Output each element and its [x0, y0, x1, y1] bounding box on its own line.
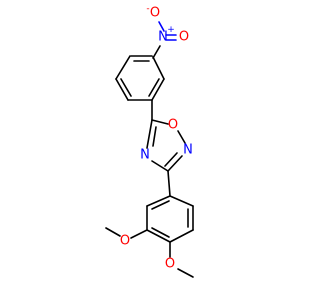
ring-b-bond-3	[169, 229, 194, 243]
atom-ring-n4: N	[140, 148, 150, 163]
atom-ring-o1: O	[168, 118, 178, 133]
ring-a-bond-6	[115, 55, 131, 80]
ring-b-bond-1	[169, 195, 194, 207]
dimethoxyphenyl-ring	[146, 195, 194, 243]
oxadiazole-c3-n4	[151, 160, 169, 172]
atom-methoxy-o-3: O	[120, 234, 130, 249]
ring-a-bond-3	[151, 78, 165, 101]
molecule-canvas: N + O - O O N N O O	[105, 4, 194, 278]
charge-nitro-n: +	[167, 25, 175, 35]
bond-o-ch3-4	[177, 268, 194, 278]
oxadiazole-n2-c3-double	[164, 152, 178, 167]
atom-nitro-n: N	[158, 30, 168, 45]
bond-o-ch3-3	[105, 227, 121, 237]
atom-ring-n2: N	[183, 143, 193, 158]
ring-a-bond-2	[152, 56, 165, 80]
ring-b-double-3	[151, 200, 170, 210]
bond-c3-o-methoxy	[130, 229, 148, 239]
ring-a-double-3	[120, 78, 132, 97]
ring-b-double-2	[151, 227, 170, 238]
oxadiazole-c5-o1	[151, 119, 169, 125]
methoxy-groups	[105, 227, 194, 278]
molecule-structure: N + O - O O N N O O	[105, 4, 194, 278]
bond-oxadiazole-aryl	[167, 170, 171, 197]
bond-aryl-nitro-n	[152, 45, 161, 59]
charge-nitro-o: -	[146, 4, 149, 14]
nitro-group	[152, 21, 177, 59]
ring-b-bond-4	[146, 229, 171, 243]
ring-a-bond-5	[115, 78, 129, 101]
oxadiazole-n4-c5-double	[152, 126, 157, 147]
oxadiazole-o1-n2	[177, 130, 186, 144]
oxadiazole-n2-c3	[167, 155, 183, 172]
oxadiazole-ring	[146, 119, 186, 172]
ring-a-double-2	[148, 78, 160, 97]
oxadiazole-n4-c5	[146, 119, 153, 149]
bond-nitro-n-o-minus	[158, 21, 165, 32]
atom-nitro-o-double: O	[179, 30, 189, 45]
atom-methoxy-o-4: O	[165, 257, 175, 272]
nitrophenyl-ring	[115, 55, 165, 101]
ring-b-bond-6	[146, 195, 171, 207]
atom-nitro-o-minus: O	[150, 6, 160, 21]
